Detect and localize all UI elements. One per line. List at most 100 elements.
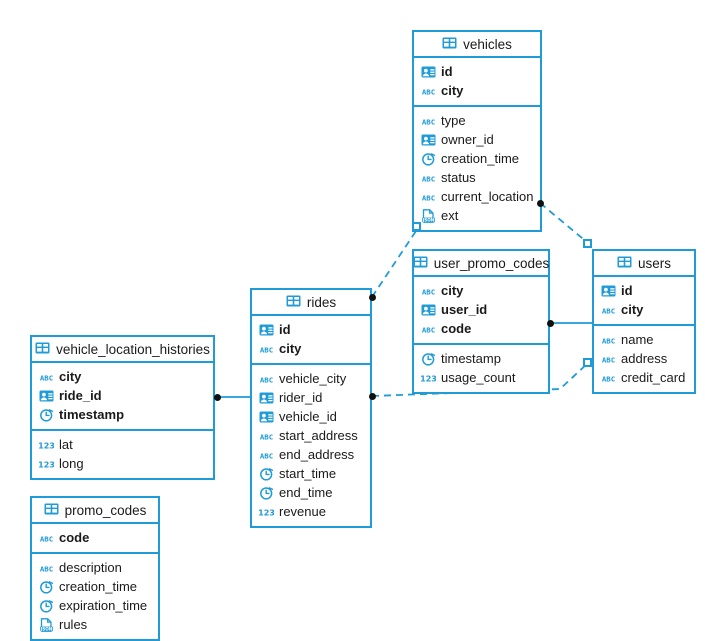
svg-text:ABC: ABC [260, 375, 273, 384]
field-label: id [441, 64, 453, 79]
clock-icon [259, 486, 274, 500]
primary-key-row[interactable]: ride_id [32, 386, 213, 405]
table-header-user_promo_codes[interactable]: user_promo_codes [413, 251, 550, 277]
svg-text:ABC: ABC [602, 355, 615, 364]
primary-key-row[interactable]: id [594, 281, 694, 300]
field-row[interactable]: expiration_time [32, 596, 158, 615]
field-row[interactable]: ABC name [594, 330, 694, 349]
key-id-icon [421, 133, 436, 147]
table-header-promo_codes[interactable]: promo_codes [32, 498, 158, 524]
primary-key-row[interactable]: timestamp [32, 405, 213, 424]
field-row[interactable]: JSON rules [32, 615, 158, 634]
field-row[interactable]: creation_time [32, 577, 158, 596]
abc-string-icon: ABC [421, 190, 436, 204]
field-row[interactable]: 123 long [32, 454, 213, 473]
field-row[interactable]: ABC credit_card [594, 368, 694, 387]
svg-text:ABC: ABC [422, 193, 435, 202]
relationship-vehicles-to-users [539, 202, 589, 244]
field-label: city [441, 283, 464, 298]
field-label: code [441, 321, 472, 336]
field-row[interactable]: timestamp [414, 349, 548, 368]
svg-text:ABC: ABC [260, 451, 273, 460]
field-label: end_address [279, 447, 355, 462]
field-label: credit_card [621, 370, 686, 385]
key-id-icon [601, 284, 616, 298]
svg-text:JSON: JSON [422, 217, 435, 222]
svg-text:ABC: ABC [422, 325, 435, 334]
field-row[interactable]: creation_time [414, 149, 540, 168]
table-header-users[interactable]: users [594, 251, 694, 277]
abc-string-icon: ABC [421, 171, 436, 185]
svg-text:ABC: ABC [40, 534, 53, 543]
table-header-vehicles[interactable]: vehicles [414, 32, 540, 58]
field-row[interactable]: start_time [252, 464, 370, 483]
field-row[interactable]: ABC end_address [252, 445, 370, 464]
field-label: code [59, 530, 90, 545]
field-label: rules [59, 617, 88, 632]
primary-key-row[interactable]: id [252, 320, 370, 339]
table-header-vehicle_location_histories[interactable]: vehicle_location_histories [32, 337, 213, 363]
number-icon: 123 [39, 438, 54, 452]
svg-text:ABC: ABC [602, 374, 615, 383]
primary-key-row[interactable]: user_id [414, 300, 548, 319]
field-row[interactable]: rider_id [252, 388, 370, 407]
primary-key-row[interactable]: id [414, 62, 540, 81]
abc-string-icon: ABC [421, 322, 436, 336]
abc-string-icon: ABC [601, 371, 616, 385]
clock-icon [259, 467, 274, 481]
table-header-rides[interactable]: rides [252, 290, 370, 316]
table-title: promo_codes [64, 502, 147, 518]
primary-key-row[interactable]: ABC city [414, 281, 548, 300]
abc-string-icon: ABC [601, 352, 616, 366]
abc-string-icon: ABC [601, 333, 616, 347]
field-label: long [59, 456, 84, 471]
primary-key-row[interactable]: ABC code [414, 319, 548, 338]
field-row[interactable]: owner_id [414, 130, 540, 149]
field-label: description [59, 560, 122, 575]
svg-text:JSON: JSON [40, 626, 53, 631]
svg-text:123: 123 [39, 460, 54, 469]
table-grid-icon [35, 342, 50, 356]
key-id-icon [259, 410, 274, 424]
abc-string-icon: ABC [421, 284, 436, 298]
field-label: start_address [279, 428, 358, 443]
field-label: city [441, 83, 464, 98]
table-title: user_promo_codes [433, 255, 550, 271]
field-row[interactable]: vehicle_id [252, 407, 370, 426]
primary-key-row[interactable]: ABC code [32, 528, 158, 547]
field-row[interactable]: end_time [252, 483, 370, 502]
table-title: rides [306, 294, 337, 310]
field-label: name [621, 332, 654, 347]
table-grid-icon [286, 295, 301, 309]
abc-string-icon: ABC [259, 372, 274, 386]
svg-text:123: 123 [421, 374, 436, 383]
relationship-endpoint-square [583, 239, 592, 248]
